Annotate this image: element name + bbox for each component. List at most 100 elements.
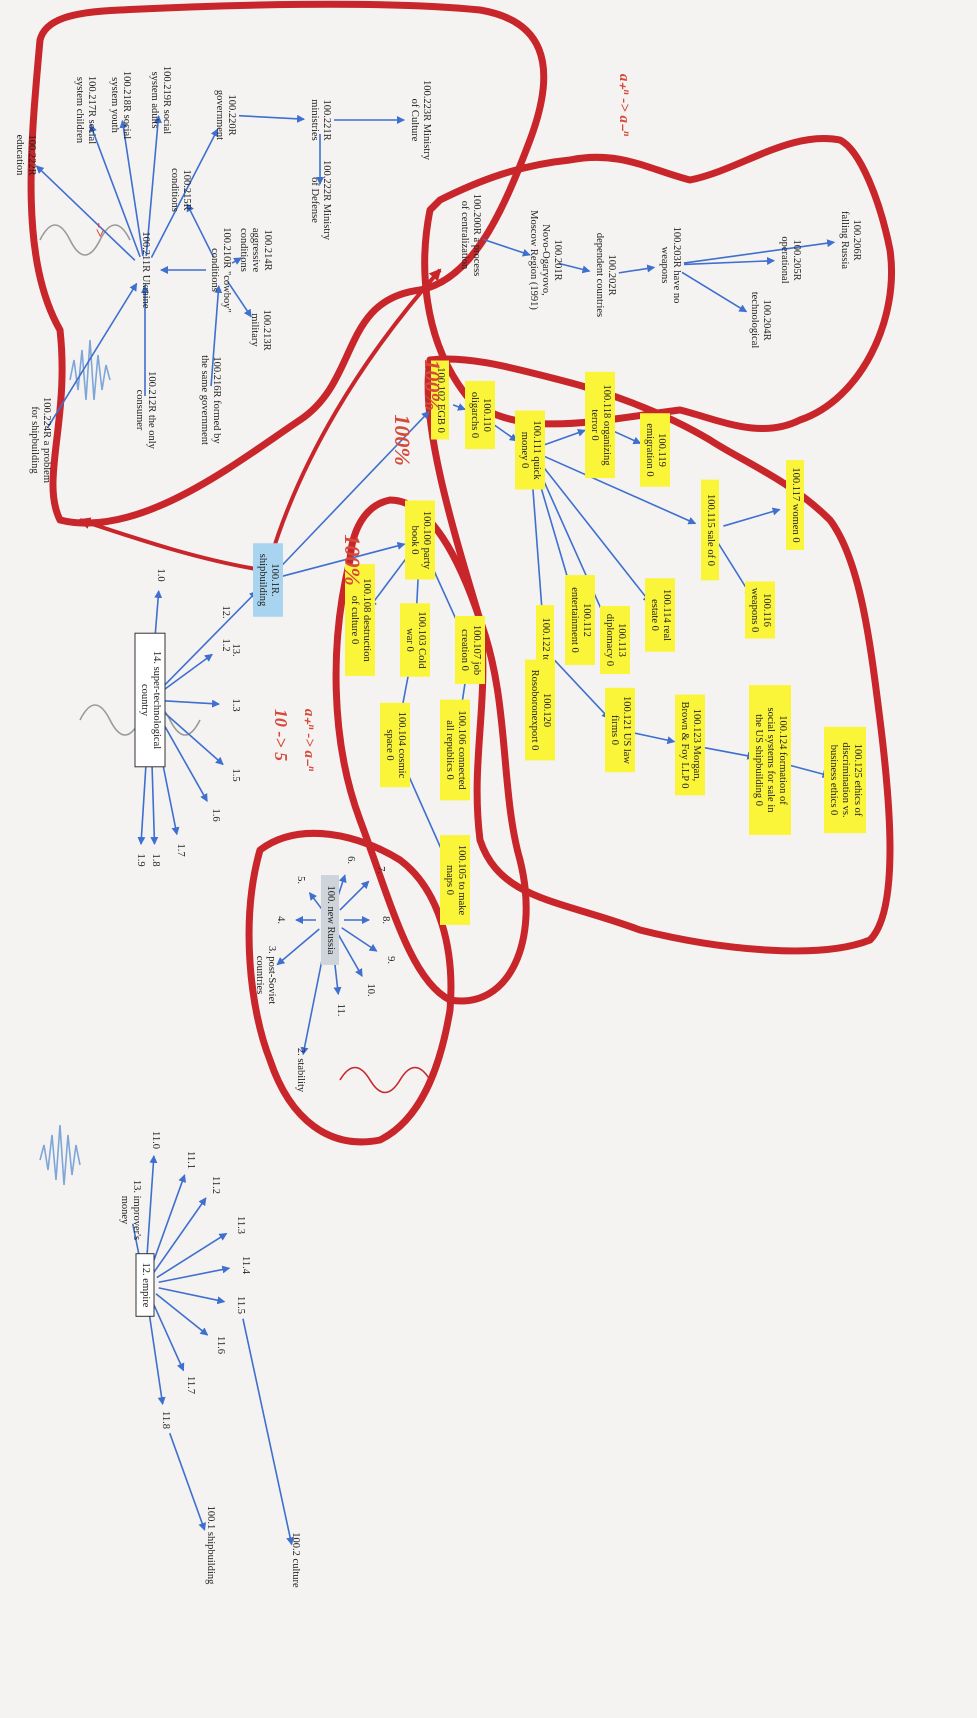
node-label: 100.206R <box>851 219 862 260</box>
node-box <box>565 575 595 665</box>
edge-country14-n1_3 <box>163 699 221 708</box>
node-n100-211R: 100.211R Ukraine <box>140 231 151 309</box>
node-label: the US shipbuilding 0 <box>753 714 764 806</box>
node-label: maps 0 <box>444 865 455 895</box>
edge-n100_111-n100_114 <box>538 460 651 604</box>
annotation-wave-arrow: -> <box>91 223 108 237</box>
node-label: 100.119 <box>656 433 667 467</box>
edge-n100_216R-n100_210R <box>210 284 223 387</box>
node-label: 100.200R a process <box>471 194 482 277</box>
node-label: 100.203R have no <box>671 227 682 304</box>
node-label: 100.120 <box>541 693 552 727</box>
edge-n100_1R-n100_102 <box>277 410 430 571</box>
edge-n100_210R-n100_214R <box>231 257 242 265</box>
node-label: 12. <box>220 605 231 618</box>
annotation-percent-b: 100% <box>390 414 415 465</box>
node-label: military <box>249 313 260 347</box>
node-label: 100.213R <box>261 309 272 350</box>
node-label: 100.214R <box>262 229 273 270</box>
wave-bottom <box>339 1066 431 1094</box>
node-label: 14. super-technological <box>151 651 162 749</box>
node-label: for shipbuilding <box>29 406 40 474</box>
node-label: 100.223R Ministry <box>421 80 432 161</box>
node-label: space 0 <box>384 729 395 760</box>
node-label: 100.218R social <box>121 71 132 139</box>
node-label: 100.220R <box>226 94 237 135</box>
node-label: 100.204R <box>761 299 772 340</box>
node-label: of centralization <box>459 201 470 270</box>
edge-n11_8-n100_1_ship <box>168 1432 206 1531</box>
node-label: 1.8 <box>150 853 161 866</box>
node-box <box>749 685 791 835</box>
edge-empire-n11_5 <box>158 1287 226 1305</box>
node-box <box>640 413 670 487</box>
node-num4: 4. <box>275 916 286 924</box>
edge-empire-n11_0 <box>145 1154 158 1272</box>
node-n1-9: 1.9 <box>135 853 146 866</box>
node-label: shipbuilding <box>257 554 268 607</box>
node-label: 9. <box>385 956 396 964</box>
annotation-ratio-formula: a₊ⁿ -> a₋ⁿ <box>301 709 317 772</box>
node-box <box>321 875 339 965</box>
node-box <box>405 500 435 580</box>
node-label: 1.3 <box>230 698 241 711</box>
node-label: 11.6 <box>215 1336 226 1354</box>
node-label: 1.0 <box>155 568 166 581</box>
node-label: 11.2 <box>210 1176 221 1194</box>
node-label: 100.108 destruction <box>361 578 372 662</box>
node-label: firms 0 <box>609 715 620 745</box>
node-label: aggressive <box>250 228 261 273</box>
node-label: 100.106 connected <box>456 710 467 790</box>
node-n11-6: 11.6 <box>215 1336 226 1354</box>
edge-n100_202R-n100_203R <box>618 264 656 274</box>
node-box <box>824 726 866 834</box>
annotation-percent-c: 100% <box>340 534 365 585</box>
edge-n100_102-n100_110 <box>452 403 466 411</box>
node-box <box>585 371 615 479</box>
node-label: system youth <box>109 77 120 133</box>
node-label: of culture 0 <box>349 596 360 644</box>
region-egb-outline <box>424 355 894 955</box>
annotation-ratio: 10 -> 5 <box>271 709 291 761</box>
node-label: business ethics 0 <box>828 745 839 816</box>
spike-top <box>69 339 111 401</box>
node-box <box>440 835 470 925</box>
edge-n100_110-n100_111 <box>491 422 518 442</box>
node-label: 100.216R formed by <box>211 356 222 444</box>
node-label: 11.7 <box>185 1376 196 1394</box>
edge-n100_new-num10 <box>336 931 363 977</box>
node-label: 11.0 <box>150 1131 161 1149</box>
node-label: 4. <box>275 916 286 924</box>
node-label: 10. <box>365 983 376 996</box>
node-label: ministries <box>309 99 320 140</box>
node-label: 100.102 EGB 0 <box>435 367 446 433</box>
node-label: 100.1 shipbuilding <box>205 1506 216 1586</box>
node-label: country <box>139 684 150 717</box>
node-n1-8: 1.8 <box>150 853 161 866</box>
edge-n100_122-n100_121 <box>553 659 610 720</box>
edge-n100_210R-n100_213R <box>227 281 252 318</box>
node-label: Novo-Ogaryovo, <box>540 224 551 295</box>
node-empire: 12. empire <box>135 1253 155 1317</box>
edge-n100_211R-n100_219R <box>145 114 162 257</box>
node-label: 100.111 quick <box>531 420 542 480</box>
node-label: 100.114 real <box>661 589 672 641</box>
node-label: 100.202R <box>606 254 617 295</box>
